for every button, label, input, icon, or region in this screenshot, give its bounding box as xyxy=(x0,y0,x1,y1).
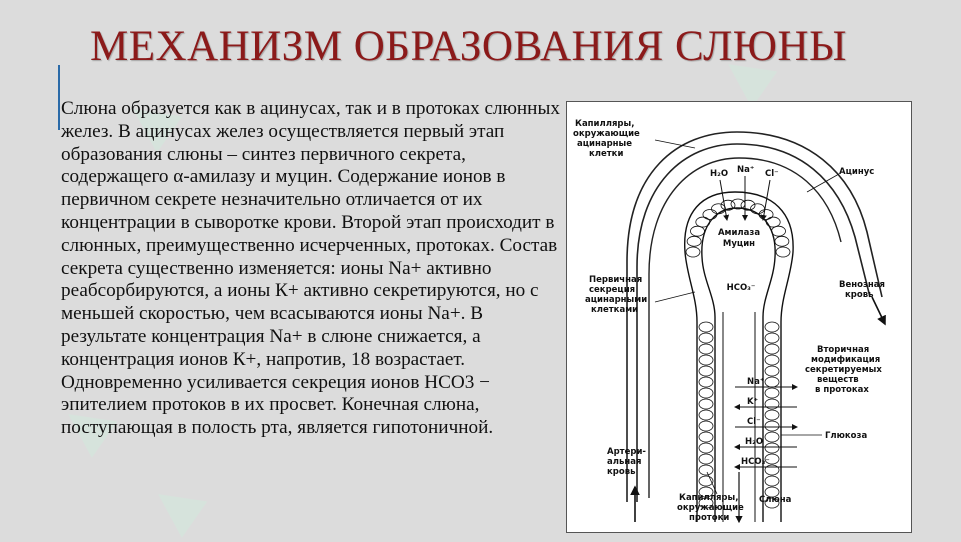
epithelial-cell xyxy=(698,475,714,487)
label-na: Na⁺ xyxy=(737,165,754,175)
epithelial-cell xyxy=(686,235,702,247)
epithelial-cell xyxy=(764,475,780,487)
acinus-inner xyxy=(701,207,776,522)
label-duct-k: K⁺ xyxy=(747,397,758,407)
epithelial-cell xyxy=(764,442,780,454)
epithelial-cell xyxy=(698,365,714,377)
leader-cap-duct xyxy=(706,471,718,495)
ion-arrow-h2o xyxy=(719,179,730,221)
body-paragraph: Слюна образуется как в ацинусах, так и в… xyxy=(61,98,560,439)
label-duct-h2o: H₂O xyxy=(745,437,763,447)
epithelial-cell xyxy=(764,365,780,377)
epithelial-cell xyxy=(740,199,756,211)
venous-arrow xyxy=(871,296,886,326)
label-hco3-acinus: HCO₃⁻ xyxy=(727,283,756,293)
accent-bar xyxy=(58,65,60,130)
label-mucin: Муцин xyxy=(723,239,755,249)
label-h2o: H₂O xyxy=(710,169,728,179)
capillary-outer-loop xyxy=(626,131,883,502)
label-duct-hco3: HCO₃⁻ xyxy=(741,457,770,467)
label-amylase: Амилаза xyxy=(718,228,760,238)
epithelial-cell xyxy=(764,431,780,443)
capillary-loop-3 xyxy=(648,157,842,498)
epithelial-cell xyxy=(765,216,781,228)
label-glucose: Глюкоза xyxy=(825,431,867,441)
capillary-inner-loop xyxy=(636,143,871,502)
label-duct-na: Na⁺ xyxy=(747,377,764,387)
epithelial-cell xyxy=(764,343,780,355)
epithelial-cell xyxy=(758,209,774,220)
epithelial-cell xyxy=(764,497,780,509)
epithelial-cell xyxy=(764,376,780,388)
epithelial-cell xyxy=(764,420,780,432)
epithelial-cell xyxy=(698,497,714,509)
epithelial-cell xyxy=(764,387,780,399)
epithelial-cell xyxy=(698,321,714,333)
epithelial-cell xyxy=(698,420,714,432)
epithelial-cell xyxy=(764,332,780,344)
watermark-glyph: ▲ xyxy=(131,466,213,542)
epithelial-cell xyxy=(764,354,780,366)
epithelial-cell xyxy=(698,442,714,454)
label-duct-cl: Cl⁻ xyxy=(747,417,761,427)
epithelial-cell xyxy=(775,246,791,258)
ion-arrow-cl xyxy=(760,179,771,221)
epithelial-cell xyxy=(764,409,780,421)
label-cl: Cl⁻ xyxy=(765,169,779,179)
leader-capillaries-acinar xyxy=(654,139,696,149)
leader-acinus xyxy=(806,173,840,193)
epithelial-cell xyxy=(698,354,714,366)
epithelial-cell xyxy=(764,321,780,333)
epithelial-cell xyxy=(764,398,780,410)
epithelial-cell xyxy=(702,209,718,220)
label-acinus: Ацинус xyxy=(839,167,874,177)
epithelial-cell xyxy=(698,431,714,443)
epithelial-cell xyxy=(698,453,714,465)
label-saliva: Слюна xyxy=(759,495,792,505)
epithelial-cell xyxy=(698,486,714,498)
epithelial-cell xyxy=(698,409,714,421)
epithelial-cell xyxy=(698,387,714,399)
acinus-outer xyxy=(684,191,794,522)
epithelial-cell xyxy=(690,225,705,237)
epithelial-cell xyxy=(698,464,714,476)
epithelial-cell xyxy=(771,225,786,237)
epithelial-cell xyxy=(698,376,714,388)
slide-title: МЕХАНИЗМ ОБРАЗОВАНИЯ СЛЮНЫ xyxy=(90,23,848,70)
epithelial-cell xyxy=(698,343,714,355)
epithelial-cell xyxy=(764,453,780,465)
epithelial-cell xyxy=(698,398,714,410)
epithelial-cell xyxy=(698,332,714,344)
leader-primary xyxy=(654,291,696,303)
epithelial-cell xyxy=(720,199,736,211)
epithelial-cell xyxy=(685,246,701,258)
epithelial-cell xyxy=(774,235,790,247)
epithelial-cell xyxy=(695,216,711,228)
epithelial-cell xyxy=(764,486,780,498)
epithelial-cell xyxy=(764,464,780,476)
